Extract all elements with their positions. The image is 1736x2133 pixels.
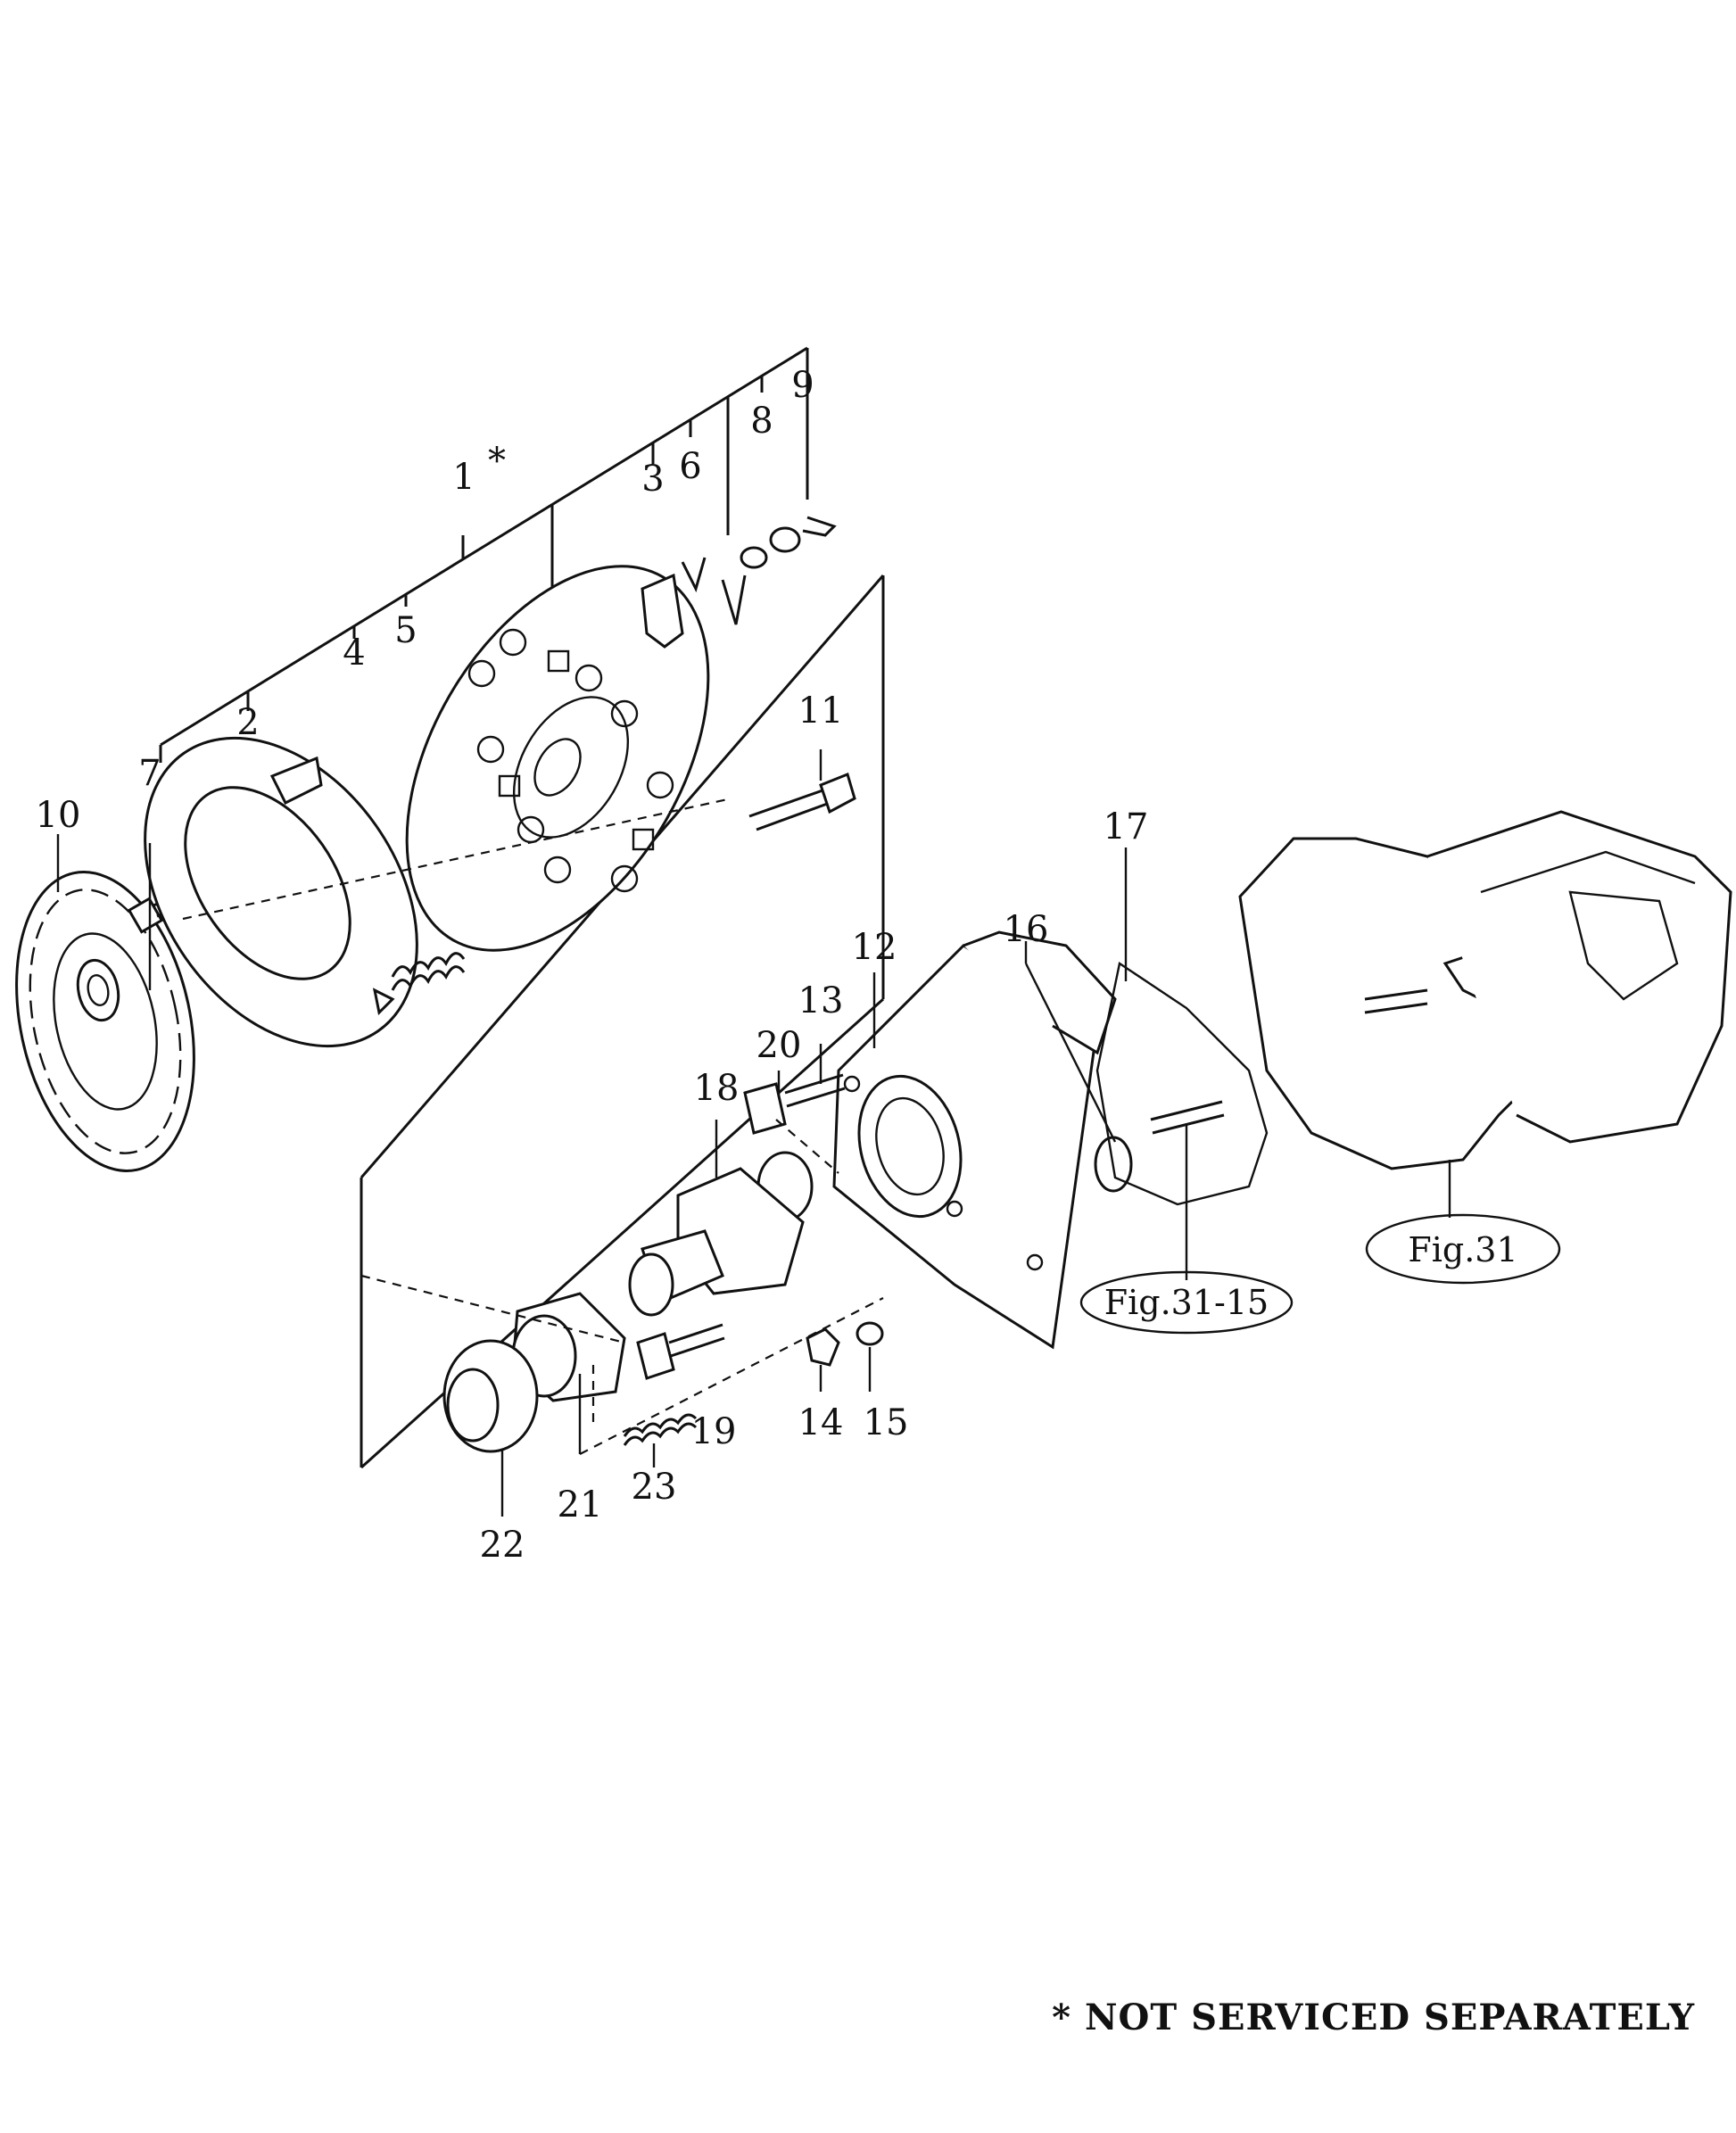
bolt-19 [636,1323,725,1380]
pressure-plate [144,736,418,1048]
gasket-17 [1095,962,1269,1206]
spring-4 [391,952,466,991]
part-label-9: 9 [791,365,814,406]
bearing-sleeve-18 [628,1151,814,1317]
part-label-1: 1 [452,457,475,498]
asterisk-mark: * [488,441,506,482]
leader-lines [56,749,1451,1517]
part-label-23: 23 [632,1467,677,1508]
part-label-21: 21 [558,1484,603,1525]
fig-ref-31-15-bubble [1079,1270,1294,1335]
part-label-11: 11 [798,690,844,732]
part-label-10: 10 [36,795,81,836]
transmission-case [1238,810,1732,1170]
part-label-5: 5 [394,610,417,651]
footnote-not-serviced: * NOT SERVICED SEPARATELY [1052,1997,1695,2038]
part-label-2: 2 [236,702,259,743]
part-label-3: 3 [641,459,664,500]
part-label-20: 20 [756,1025,802,1066]
part-label-18: 18 [694,1068,740,1109]
part-label-16: 16 [1004,909,1049,950]
part-label-22: 22 [480,1525,525,1566]
fig-ref-31-15: Fig.31-15 [1104,1283,1269,1322]
part-label-19: 19 [691,1411,737,1452]
front-housing-12 [832,930,1117,1350]
part-label-14: 14 [798,1402,844,1443]
part-label-17: 17 [1104,806,1149,847]
part-label-13: 13 [798,980,844,1021]
assembly-lines [182,797,884,1455]
upper-assembly-bracket [159,346,809,763]
fig-ref-31-bubble [1365,1213,1561,1285]
bolt-11 [748,772,856,831]
bolt-20 [743,1073,846,1135]
small-parts-3-6-8-9 [641,516,837,649]
nut-washer-14-15 [806,1321,884,1367]
fig-ref-31: Fig.31 [1408,1230,1517,1269]
part-label-15: 15 [864,1402,909,1443]
part-label-8: 8 [750,401,773,442]
release-bearing-22 [442,1339,539,1453]
part-label-4: 4 [343,632,365,674]
part-label-12: 12 [852,927,897,968]
drive-plate [405,565,710,952]
part-label-6: 6 [679,446,701,487]
spring-23 [623,1413,698,1446]
part-label-7: 7 [138,753,161,794]
